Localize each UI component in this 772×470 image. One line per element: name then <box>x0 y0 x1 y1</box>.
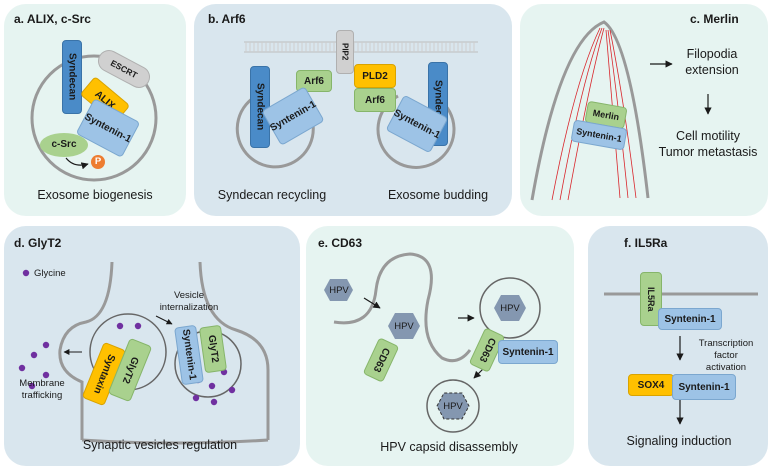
hpv-4 <box>436 392 470 420</box>
lipid-bilayer <box>244 41 478 53</box>
membrane-label: Membrane trafficking <box>19 378 65 401</box>
syntenin-top-label: Syntenin-1 <box>658 308 722 330</box>
glycine-dot <box>28 382 36 390</box>
panel-e-caption: HPV capsid disassembly <box>380 440 518 454</box>
glycine-dot <box>30 351 38 359</box>
panel-e-title: e. CD63 <box>318 236 363 250</box>
glycine-dot <box>192 394 200 402</box>
glycine-label: Glycine <box>34 268 66 279</box>
phospho-label: P <box>94 156 102 167</box>
glycine-dot <box>42 341 50 349</box>
lysosome <box>426 379 480 433</box>
panel-a-title: a. ALIX, c-Src <box>14 12 91 26</box>
hpv-2-label: HPV <box>394 321 414 332</box>
synapse-membrane <box>58 261 270 445</box>
exosome-membrane <box>30 54 158 182</box>
hpv-2 <box>388 313 420 339</box>
glycine-dot <box>210 398 218 406</box>
arf6-right-label: Arf6 <box>354 88 396 112</box>
pld2-label: PLD2 <box>354 64 396 88</box>
pip2-label: PIP2 <box>336 30 354 74</box>
glycine-dot <box>134 322 142 330</box>
panel-a-caption: Exosome biogenesis <box>37 188 153 202</box>
arrow-entry <box>363 297 381 309</box>
glycine-dot <box>228 386 236 394</box>
hpv-1-label: HPV <box>329 285 349 296</box>
csrc-shape <box>40 133 88 157</box>
il5ra-label: IL5Ra <box>640 272 662 326</box>
panel-b-caption-right: Exosome budding <box>387 188 489 202</box>
glycine-dot <box>116 322 124 330</box>
panel-d-title: d. GlyT2 <box>14 236 62 250</box>
filopodia-outline <box>530 20 650 201</box>
panel-d <box>4 226 300 466</box>
panel-b-caption-left: Syndecan recycling <box>217 188 327 202</box>
csrc-label: c-Src <box>51 139 77 150</box>
syntenin-bottom-label: Syntenin-1 <box>672 374 736 400</box>
arrow-vesicle <box>155 315 173 325</box>
panel-c-title: c. Merlin <box>690 12 739 26</box>
panel-f <box>588 226 768 466</box>
hpv-3 <box>494 295 526 321</box>
vesicle-label: Vesicle internalization <box>159 290 219 313</box>
panel-c <box>520 4 768 216</box>
phospho-arrow <box>65 157 89 170</box>
arf6-left-label: Arf6 <box>296 70 332 92</box>
filopodia-text: Filopodia extension <box>685 47 739 78</box>
syntenin-label-e: Syntenin-1 <box>498 340 558 364</box>
glycine-dot <box>208 382 216 390</box>
glycine-dot <box>18 364 26 372</box>
sox4-label: SOX4 <box>628 374 674 396</box>
hpv-3-label: HPV <box>500 303 520 314</box>
syndecan-label: Syndecan <box>62 40 82 114</box>
panel-f-title: f. IL5Ra <box>624 236 668 250</box>
cell-membrane <box>333 252 472 363</box>
motility-text: Cell motility Tumor metastasis <box>658 129 758 160</box>
endosome <box>479 277 541 339</box>
bilayer-ticks <box>245 42 475 52</box>
hpv-4-label: HPV <box>443 401 463 412</box>
panel-d-caption: Synaptic vesicles regulation <box>82 438 238 452</box>
tf-activation-text: Transcription factor activation <box>698 338 754 373</box>
phospho-marker <box>91 155 105 169</box>
vesicle-right <box>376 94 456 169</box>
glycine-dot <box>42 371 50 379</box>
panel-b-title: b. Arf6 <box>208 12 246 26</box>
panel-f-caption: Signaling induction <box>626 434 732 448</box>
glycine-dot <box>22 269 30 277</box>
hpv-1 <box>324 279 353 301</box>
